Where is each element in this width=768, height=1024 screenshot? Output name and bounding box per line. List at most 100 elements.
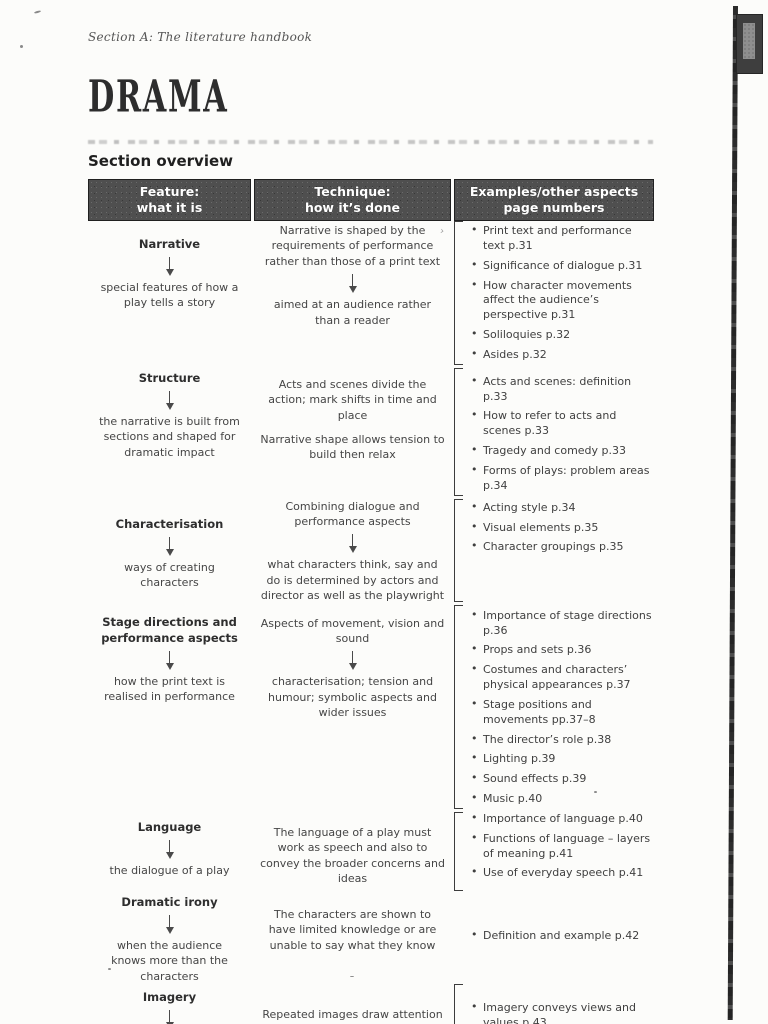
bullet-icon: • bbox=[471, 443, 478, 457]
bullet-icon: • bbox=[471, 539, 478, 553]
example-item: •Visual elements p.35 bbox=[471, 520, 654, 536]
bullet-icon: • bbox=[471, 865, 478, 879]
example-item: • The director’s role p.38 bbox=[471, 731, 654, 748]
example-text: Sound effects p.39 bbox=[483, 772, 587, 786]
example-item: •Definition and example p.42 bbox=[471, 928, 654, 944]
technique-paragraph: aimed at an audience rather than a reade… bbox=[273, 298, 432, 327]
feature-cell: Narrative special features of how a play… bbox=[88, 221, 251, 368]
scan-speck bbox=[108, 968, 111, 970]
technique-paragraph: The characters are shown to have limited… bbox=[268, 907, 437, 952]
example-text: Lighting p.39 bbox=[483, 752, 556, 766]
technique-paragraph: Narrative shape allows tension to build … bbox=[260, 432, 445, 462]
table-header-row: Feature: what it is Technique: how it’s … bbox=[88, 179, 655, 221]
example-item: • How character movements affect the audi… bbox=[471, 277, 654, 324]
examples-list: • Importance of stage directions p.36 • Pro… bbox=[471, 607, 654, 807]
example-item: • Importance of language p.40 bbox=[471, 810, 654, 827]
bullet-icon: • bbox=[471, 327, 478, 341]
feature-term: Imagery bbox=[142, 990, 197, 1005]
column-header-examples: Examples/other aspects page numbers bbox=[454, 179, 654, 221]
scan-speck bbox=[33, 10, 42, 14]
example-text: Props and sets p.36 bbox=[483, 643, 592, 657]
header-line: Feature: bbox=[139, 183, 200, 199]
example-text: Acts and scenes: definition p.33 bbox=[483, 374, 632, 403]
example-text: Acting style p.34 bbox=[483, 500, 576, 514]
bullet-icon: • bbox=[471, 277, 478, 291]
column-header-technique: Technique: how it’s done bbox=[254, 179, 451, 221]
bullet-icon: • bbox=[471, 346, 478, 360]
down-arrow-icon bbox=[165, 390, 174, 410]
example-text: Importance of stage directions p.36 bbox=[483, 608, 652, 637]
down-arrow-icon bbox=[165, 915, 174, 935]
down-arrow-icon bbox=[165, 840, 174, 860]
example-text: Importance of language p.40 bbox=[483, 811, 643, 825]
feature-definition: special features of how a play tells a s… bbox=[100, 281, 239, 310]
example-text: How character movements affect the audie… bbox=[483, 278, 632, 322]
technique-paragraph: characterisation; tension and humour; sy… bbox=[268, 675, 437, 720]
examples-cell: • Importance of language p.40 •Functions o… bbox=[454, 810, 654, 894]
example-item: •Forms of plays: problem areas p.34 bbox=[471, 462, 654, 494]
example-item: •How to refer to acts and scenes p.33 bbox=[471, 408, 654, 439]
example-item: • Lighting p.39 bbox=[471, 751, 654, 767]
bullet-icon: • bbox=[471, 642, 478, 656]
examples-cell: •Imagery conveys views and values p.43•E… bbox=[454, 984, 654, 1024]
technique-cell: Narrative is shaped by the requirements … bbox=[254, 221, 451, 368]
column-header-feature: Feature: what it is bbox=[88, 179, 251, 221]
feature-term: Stage directions and performance aspects bbox=[101, 614, 238, 645]
examples-cell: •Print text and performance text p.31•Si… bbox=[439, 221, 654, 368]
faded-text-smudge bbox=[88, 140, 653, 144]
technique-paragraph: Repeated images draw attention to key co… bbox=[262, 1008, 443, 1024]
table-row: Narrative special features of how a play… bbox=[88, 221, 655, 368]
technique-paragraph: The language of a play must work as spee… bbox=[260, 825, 445, 886]
table-body: Narrative special features of how a play… bbox=[88, 221, 655, 1024]
example-text: Tragedy and comedy p.33 bbox=[483, 444, 627, 458]
example-text: Imagery conveys views and values p.43 bbox=[483, 1001, 636, 1024]
example-text: Print text and performance text p.31 bbox=[483, 224, 632, 252]
bullet-icon: • bbox=[471, 1000, 478, 1014]
scan-speck bbox=[350, 976, 354, 977]
section-heading: Section overview bbox=[88, 152, 233, 170]
technique-paragraph: Narrative is shaped by the requirements … bbox=[264, 224, 441, 268]
example-text: Use of everyday speech p.41 bbox=[483, 866, 644, 880]
example-item: • Print text and performance text p.31 bbox=[471, 223, 654, 254]
technique-paragraph: Combining dialogue and performance aspec… bbox=[285, 499, 420, 529]
example-item: •Stage positions and movements pp.37–8 bbox=[471, 696, 654, 728]
bullet-icon: • bbox=[471, 499, 478, 513]
table-row: Language the dialogue of a play The lang… bbox=[88, 810, 655, 894]
running-head: Section A: The literature handbook bbox=[88, 30, 313, 44]
bullet-icon: • bbox=[471, 830, 478, 844]
feature-term: Narrative bbox=[138, 237, 201, 251]
technique-paragraph: Aspects of movement, vision and sound bbox=[260, 616, 445, 646]
header-line: what it is bbox=[136, 200, 203, 215]
example-item: •Acts and scenes: definition p.33 bbox=[471, 374, 654, 405]
examples-bracket bbox=[454, 367, 463, 496]
example-item: •Functions of language – layers of meani… bbox=[471, 830, 654, 862]
example-item: • Importance of stage directions p.36 bbox=[471, 607, 654, 639]
bullet-icon: • bbox=[471, 751, 478, 765]
scan-speck bbox=[594, 791, 597, 793]
bullet-icon: • bbox=[471, 223, 478, 236]
examples-bracket bbox=[454, 221, 463, 365]
examples-list: •Acts and scenes: definition p.33•How to… bbox=[471, 374, 654, 494]
examples-cell: • Importance of stage directions p.36 • Pro… bbox=[454, 604, 654, 812]
feature-definition: the dialogue of a play bbox=[109, 864, 230, 878]
examples-bracket bbox=[454, 811, 463, 891]
examples-cell: • Acting style p.34 •Visual elements p.35 •… bbox=[454, 498, 654, 605]
technique-cell: Acts and scenes divide the action; mark … bbox=[254, 368, 451, 499]
bullet-icon: • bbox=[471, 810, 478, 824]
bullet-icon: • bbox=[471, 662, 478, 676]
bullet-icon: • bbox=[471, 462, 478, 476]
scan-edge-line bbox=[727, 5, 738, 1020]
example-text: The director’s role p.38 bbox=[483, 732, 612, 746]
example-item: •Costumes and characters’ physical appea… bbox=[471, 662, 654, 693]
examples-list: •Imagery conveys views and values p.43•E… bbox=[471, 1000, 654, 1024]
feature-term: Structure bbox=[138, 370, 201, 385]
bullet-icon: • bbox=[471, 607, 478, 621]
examples-bracket bbox=[454, 498, 463, 602]
bullet-icon: • bbox=[471, 731, 478, 745]
bullet-icon: • bbox=[471, 408, 478, 422]
bullet-icon: • bbox=[471, 696, 478, 710]
feature-cell: Characterisation ways of creating charac… bbox=[88, 499, 251, 605]
feature-term: Characterisation bbox=[115, 516, 224, 531]
header-line: Examples/other aspects bbox=[469, 183, 639, 199]
page-title: DRAMA bbox=[88, 70, 229, 122]
